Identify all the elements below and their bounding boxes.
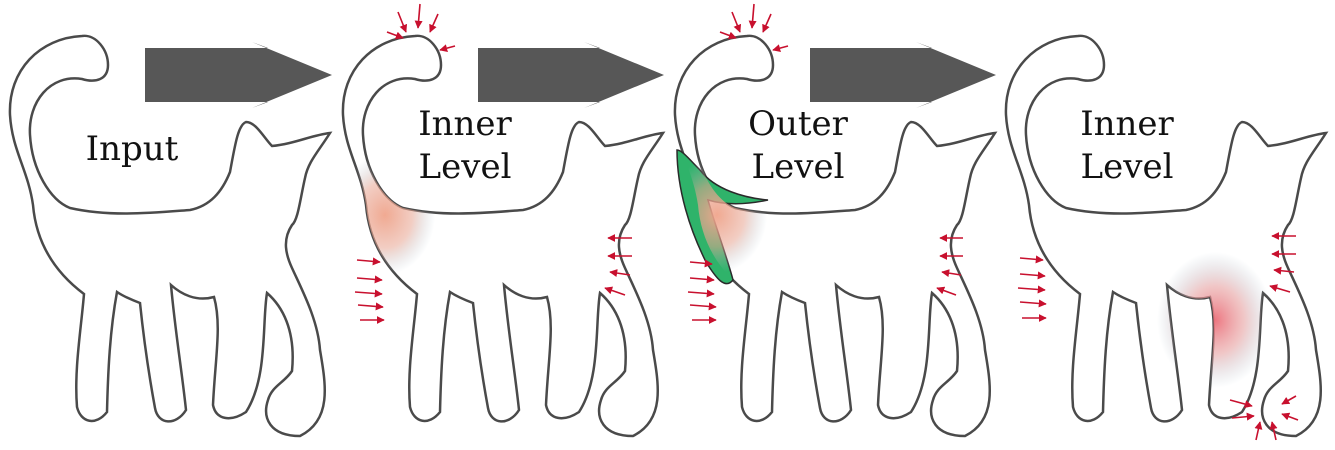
inner-label-line1: Inner xyxy=(418,104,512,144)
stress-highlight xyxy=(1157,252,1273,388)
input-label: Input xyxy=(86,129,179,169)
outer-label-line1: Outer xyxy=(748,104,849,144)
process-arrow-3 xyxy=(810,42,996,108)
force-arrows xyxy=(354,3,632,324)
force-arrows xyxy=(687,3,963,324)
process-arrow-2 xyxy=(478,42,664,108)
process-arrow-1 xyxy=(145,42,332,108)
outer-label-line2: Level xyxy=(752,147,845,187)
force-arrows xyxy=(1017,232,1299,441)
inner-label-line2: Level xyxy=(419,147,512,187)
inner-2-label-line1: Inner xyxy=(1080,104,1174,144)
inner-2-label-line2: Level xyxy=(1081,147,1174,187)
